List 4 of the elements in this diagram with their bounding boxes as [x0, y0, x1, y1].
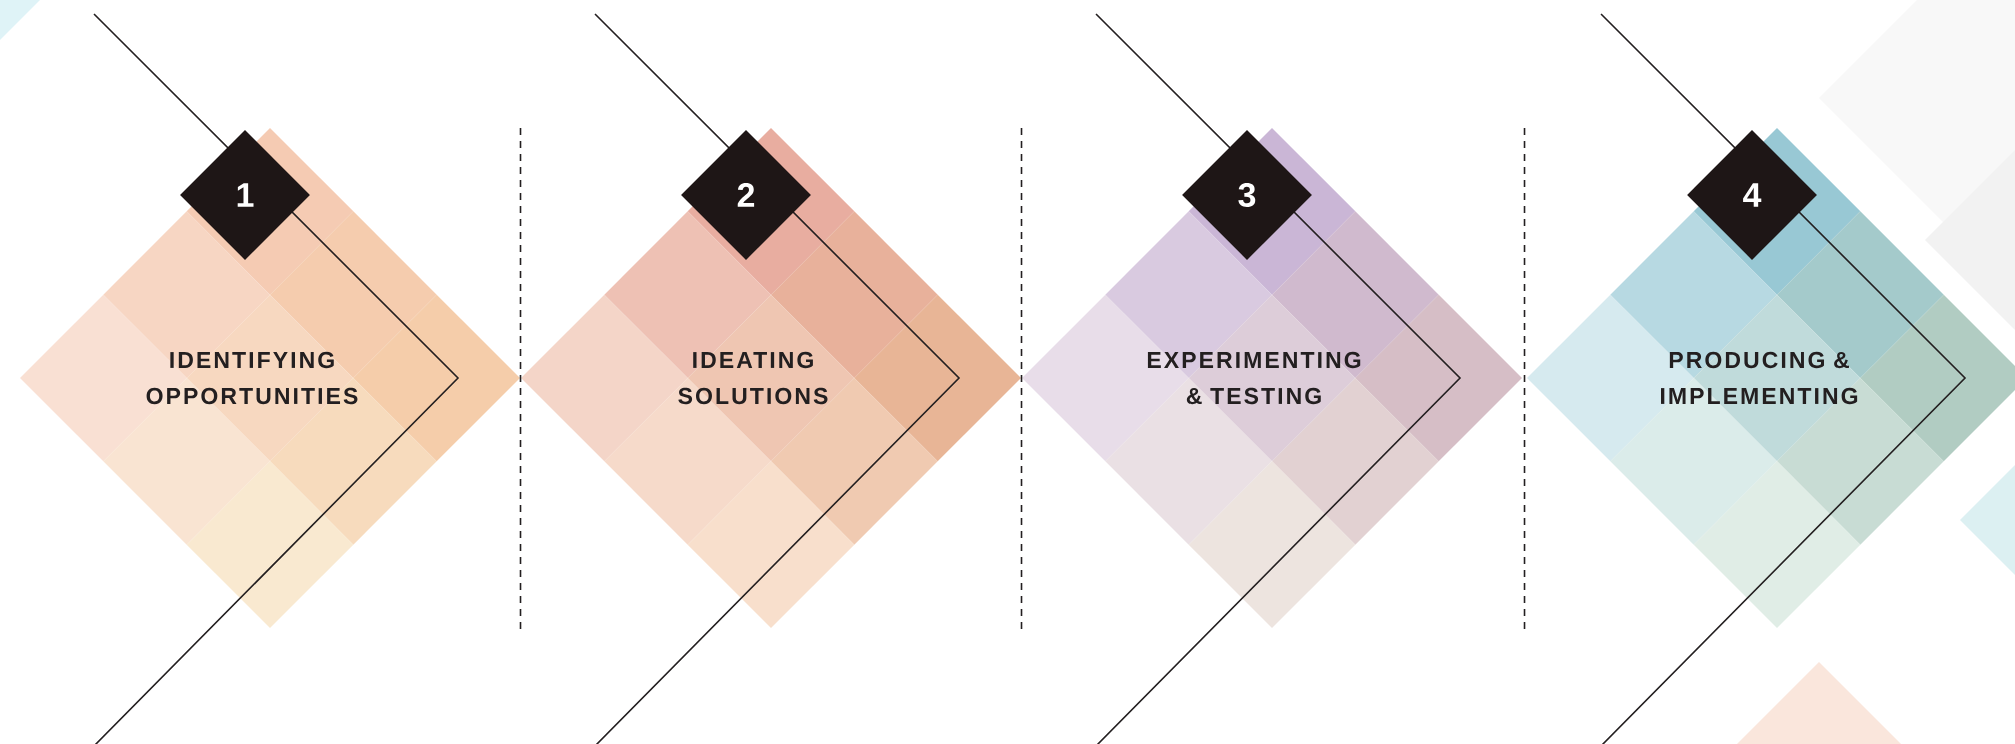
step-label: EXPERIMENTING & TESTING	[1147, 351, 1361, 405]
step-label: PRODUCING & IMPLEMENTING	[1661, 351, 1858, 405]
step-label: IDEATING SOLUTIONS	[678, 351, 828, 405]
step-label: IDENTIFYING OPPORTUNITIES	[146, 351, 358, 405]
